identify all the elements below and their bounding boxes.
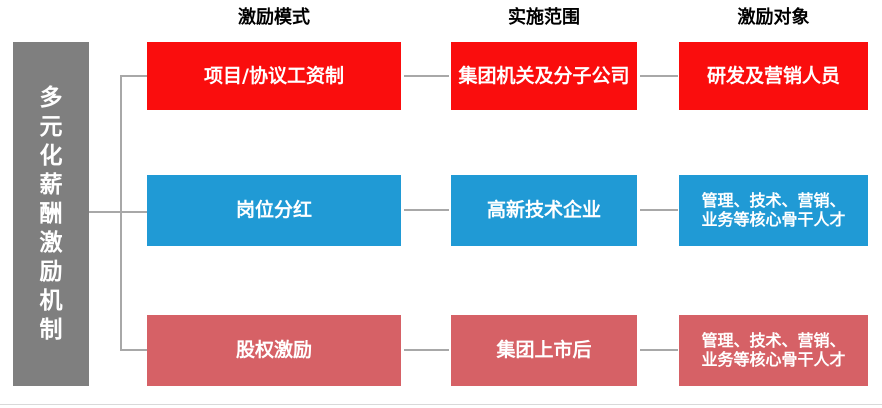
- row2-connector-line-2: [640, 209, 678, 211]
- row1-mode-box: 项目/协议工资制: [147, 42, 401, 110]
- row2-scope-box: 高新技术企业: [451, 175, 637, 246]
- row3-target-box: 管理、技术、营销、 业务等核心骨干人才: [679, 315, 868, 386]
- row2-target-box: 管理、技术、营销、 业务等核心骨干人才: [679, 175, 868, 246]
- root-title-bar: 多元化薪酬激励机制: [13, 42, 89, 386]
- row3-scope-box: 集团上市后: [451, 315, 637, 386]
- column-header-implementation-scope: 实施范围: [508, 7, 580, 28]
- row1-target-box: 研发及营销人员: [679, 42, 868, 110]
- row3-connector-line-1: [404, 349, 449, 351]
- connector-spine-line: [120, 75, 122, 351]
- row3-mode-box: 股权激励: [147, 315, 401, 386]
- column-header-incentive-mode: 激励模式: [238, 7, 310, 28]
- row2-connector-line-1: [404, 209, 449, 211]
- connector-bottom-stub-line: [121, 349, 147, 351]
- connector-trunk-line: [89, 211, 147, 213]
- column-header-incentive-target: 激励对象: [737, 7, 810, 28]
- row1-connector-line-2: [640, 75, 678, 77]
- row1-connector-line-1: [404, 75, 449, 77]
- row2-mode-box: 岗位分红: [147, 175, 401, 246]
- row1-scope-box: 集团机关及分子公司: [451, 42, 637, 110]
- connector-top-stub-line: [121, 75, 147, 77]
- root-title-label: 多元化薪酬激励机制: [39, 84, 63, 343]
- bottom-divider: [0, 404, 882, 405]
- row3-connector-line-2: [640, 349, 678, 351]
